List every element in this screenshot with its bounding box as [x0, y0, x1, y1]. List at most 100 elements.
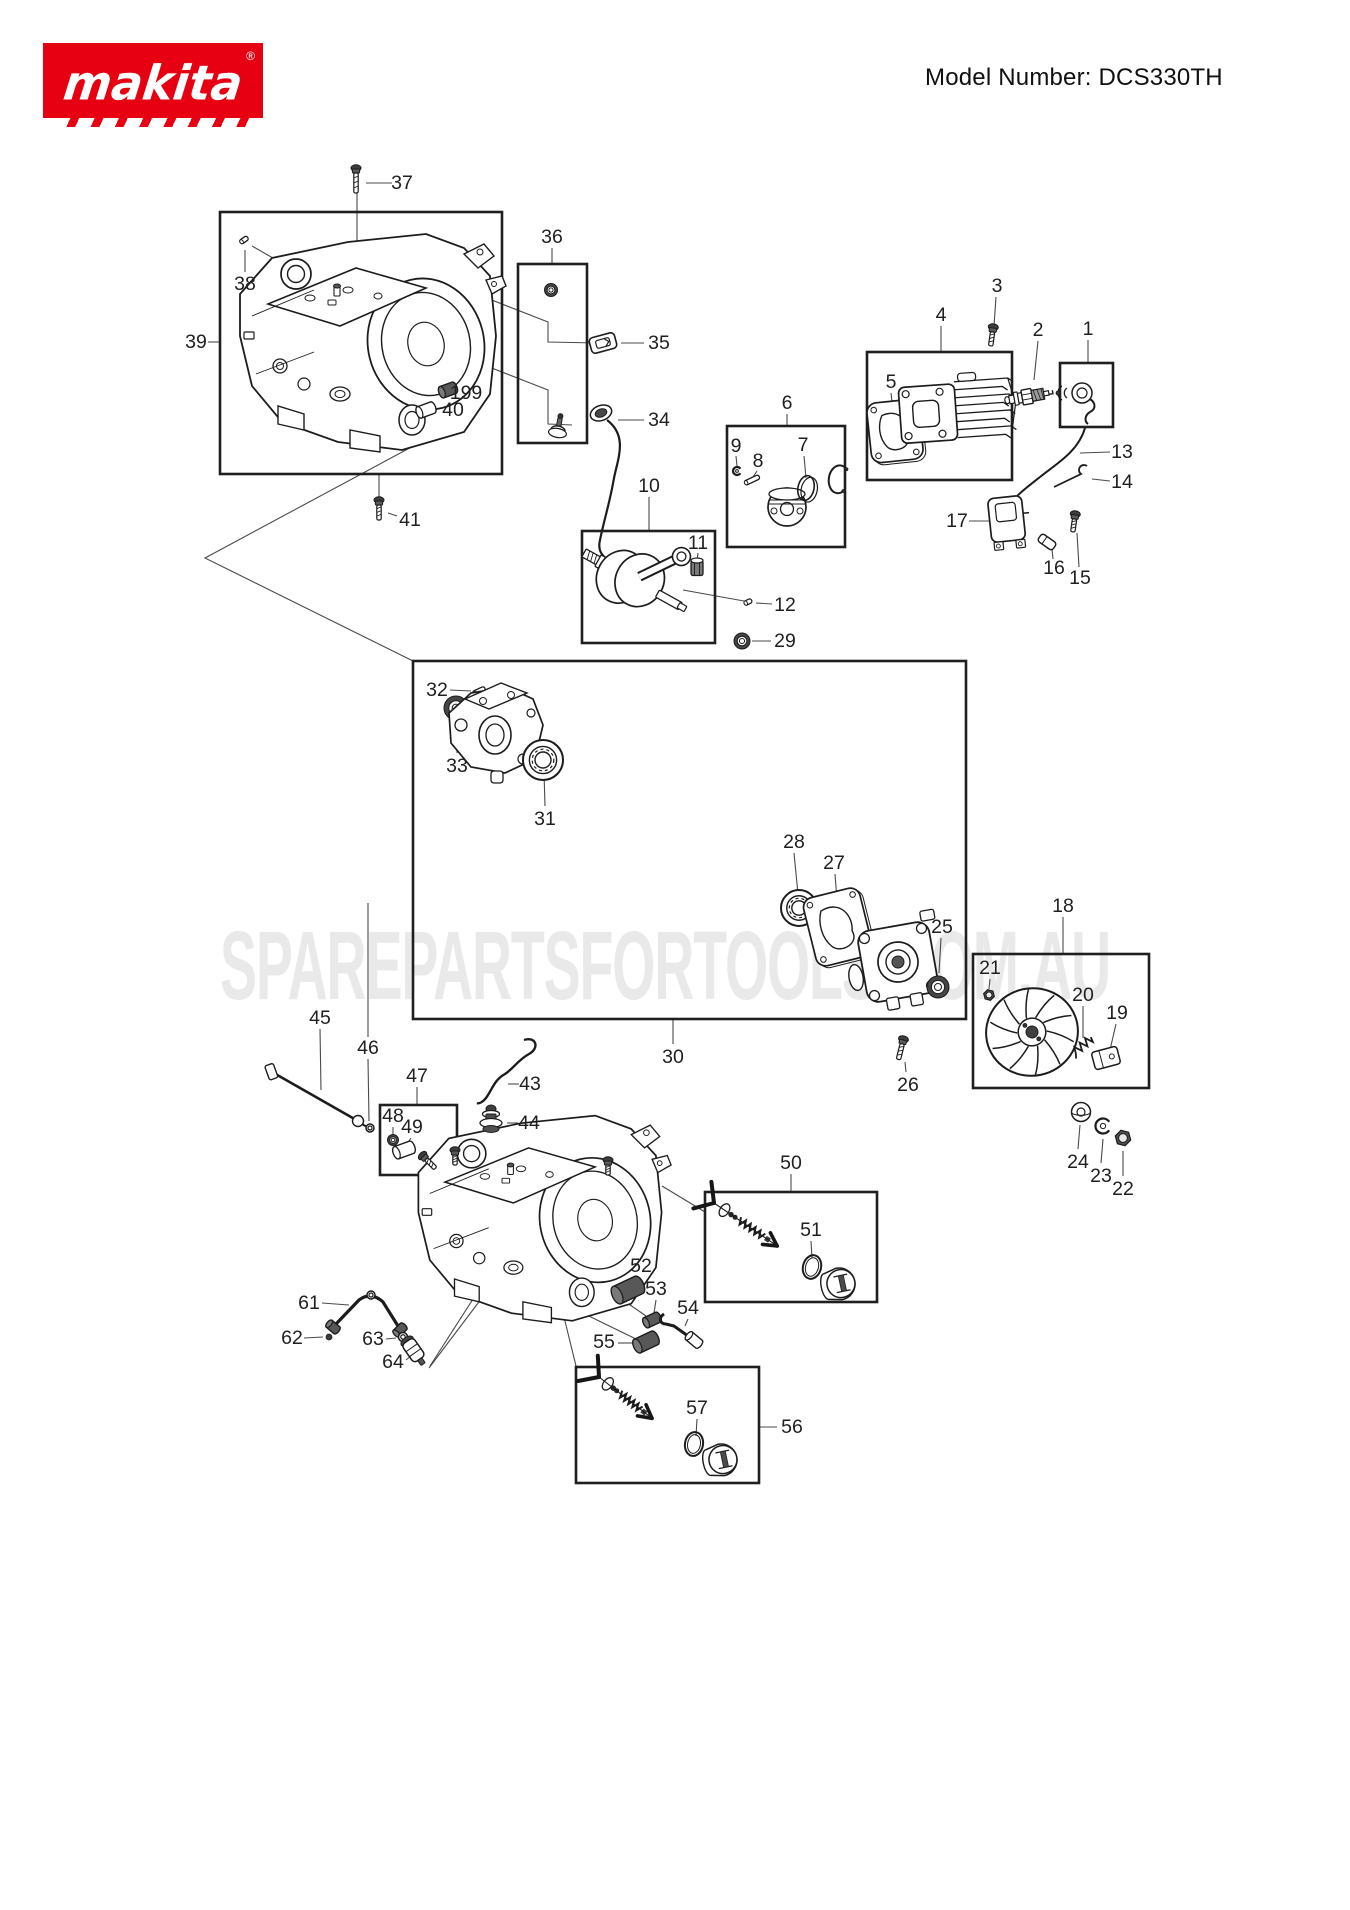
part-label-54: 54 — [677, 1297, 699, 1319]
part-57-oring — [683, 1431, 705, 1457]
part-20-spring — [1072, 1036, 1095, 1059]
part-36-ring — [544, 283, 558, 297]
part-label-43: 43 — [519, 1073, 541, 1095]
part-7-snapring — [827, 464, 849, 495]
part-label-35: 35 — [648, 332, 670, 354]
part-64-fuel-filter — [400, 1335, 426, 1366]
part-45-throttle-rod — [264, 1062, 368, 1128]
part-stud-b — [602, 1156, 614, 1176]
part-label-62: 62 — [281, 1327, 303, 1349]
leader-line-12a — [755, 602, 773, 605]
leader-line-16 — [1051, 548, 1054, 560]
part-label-53: 53 — [645, 1278, 667, 1300]
leader-line-26 — [904, 1061, 907, 1073]
part-label-31: 31 — [534, 808, 556, 830]
part-17-ignition-coil — [987, 495, 1030, 551]
part-label-19: 19 — [1106, 1002, 1128, 1024]
leader-line-9 — [735, 455, 738, 467]
part-21-nut — [983, 989, 995, 1001]
part-label-4: 4 — [936, 304, 947, 326]
part-label-13: 13 — [1111, 441, 1133, 463]
leader-line-15 — [1076, 532, 1080, 568]
part-label-49: 49 — [401, 1116, 423, 1138]
leader-line-62 — [303, 1336, 324, 1339]
part-label-16: 16 — [1043, 557, 1065, 579]
part-label-17: 17 — [946, 510, 968, 532]
part-26-bolt — [895, 1035, 909, 1061]
part-38-pin — [239, 235, 249, 245]
part-15-bolt — [1069, 510, 1081, 533]
part-label-12: 12 — [774, 594, 796, 616]
leader-line-28 — [793, 852, 799, 895]
part-label-44: 44 — [518, 1112, 540, 1134]
leader-line-41a — [387, 512, 398, 517]
part-label-27: 27 — [823, 852, 845, 874]
part-40-bushing — [415, 401, 437, 419]
part-label-20: 20 — [1072, 984, 1094, 1006]
part-23-e-clip — [1094, 1117, 1111, 1135]
part-label-14: 14 — [1111, 471, 1133, 493]
part-25-seal — [926, 975, 950, 999]
part-label-55: 55 — [593, 1331, 615, 1353]
leader-line-32 — [449, 689, 472, 692]
part-56-needle-kit — [576, 1353, 654, 1421]
leader-line-61 — [321, 1302, 350, 1306]
leader-line-7 — [803, 455, 807, 479]
part-label-23: 23 — [1090, 1165, 1112, 1187]
part-label-30: 30 — [662, 1046, 684, 1068]
part-label-52: 52 — [630, 1255, 652, 1277]
part-61-fit-left — [325, 1319, 341, 1335]
model-number: Model Number: DCS330TH — [925, 64, 1223, 91]
part-54-lever — [658, 1312, 704, 1350]
part-label-61: 61 — [298, 1292, 320, 1314]
leader-line-3 — [993, 296, 997, 327]
part-62-bead — [325, 1333, 333, 1341]
leader-line-23 — [1100, 1138, 1104, 1164]
part-label-26: 26 — [897, 1074, 919, 1096]
part-label-28: 28 — [783, 831, 805, 853]
part-label-37: 37 — [391, 172, 413, 194]
group-box-18 — [971, 952, 1151, 1090]
part-199-cap — [437, 381, 459, 399]
part-label-38: 38 — [234, 273, 256, 295]
leader-line-13 — [1079, 451, 1111, 454]
part-label-5: 5 — [886, 371, 897, 393]
part-34-grommet — [589, 404, 613, 422]
part-label-50: 50 — [780, 1152, 802, 1174]
leader-line-21 — [988, 978, 991, 990]
part-61-fit-right — [392, 1322, 408, 1338]
part-61-fuel-pipe — [334, 1294, 400, 1327]
part-label-9: 9 — [731, 435, 742, 457]
registered-trademark-icon: ® — [246, 49, 255, 63]
part-34-cord — [598, 419, 621, 563]
part-stud-a — [449, 1146, 461, 1166]
leader-line-45 — [319, 1028, 322, 1091]
part-22-nut — [1114, 1129, 1132, 1147]
group-box-1 — [1058, 361, 1115, 429]
part-label-25: 25 — [931, 916, 953, 938]
leader-line-54 — [684, 1318, 689, 1327]
part-label-2: 2 — [1033, 319, 1044, 341]
part-14-terminal — [1053, 464, 1088, 488]
part-2-sparkplug — [1004, 387, 1054, 406]
group-box-6 — [725, 424, 847, 549]
part-27-gasket — [802, 887, 877, 969]
group-box-39 — [218, 210, 504, 476]
part-label-199: 199 — [450, 382, 483, 404]
part-16-clip — [1037, 533, 1057, 551]
part-label-32: 32 — [426, 679, 448, 701]
part-label-47: 47 — [406, 1065, 428, 1087]
part-24-washer — [1070, 1101, 1092, 1123]
part-37-bolt — [350, 164, 362, 194]
part-label-45: 45 — [309, 1007, 331, 1029]
part-7-rings — [796, 474, 819, 503]
part-label-46: 46 — [357, 1037, 379, 1059]
part-label-6: 6 — [782, 392, 793, 414]
part-label-22: 22 — [1112, 1178, 1134, 1200]
part-label-21: 21 — [979, 957, 1001, 979]
part-55-nipple — [632, 1330, 660, 1354]
leader-line-19 — [1109, 1023, 1117, 1051]
part-12-pin — [743, 598, 753, 606]
